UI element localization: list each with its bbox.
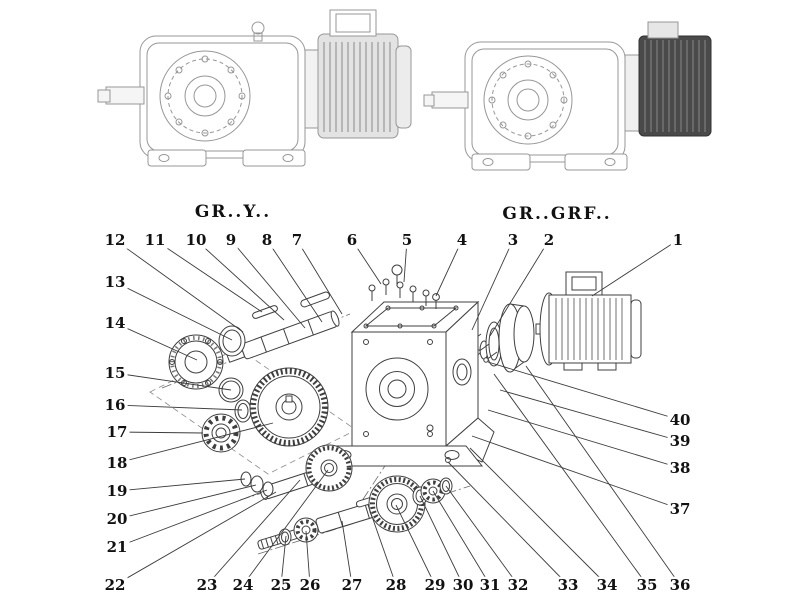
leader-line-10 <box>195 239 285 321</box>
input-shaft-part <box>218 291 340 363</box>
leader-line-11 <box>154 239 263 313</box>
leader-line-37 <box>471 435 681 510</box>
variant-label-right: GR..GRF.. <box>502 204 612 224</box>
ring-sleeve-bearing-parts <box>201 377 252 453</box>
leader-line-17 <box>116 431 204 434</box>
leader-line-16 <box>114 404 243 411</box>
leader-line-24 <box>242 469 329 586</box>
gearmotor-drawing-gr-y <box>97 9 412 167</box>
leader-line-28 <box>367 504 397 586</box>
exploded-view <box>149 264 642 555</box>
leader-line-1 <box>591 239 679 297</box>
leader-line-4 <box>435 239 463 297</box>
leader-line-39 <box>499 389 681 442</box>
leader-line-36 <box>525 365 681 586</box>
leader-line-40 <box>487 361 681 421</box>
flange-adapter-part <box>479 303 535 373</box>
leader-line-18 <box>116 422 274 464</box>
leader-line-33 <box>447 461 569 586</box>
leader-line-7 <box>296 239 343 315</box>
leader-line-35 <box>493 373 648 586</box>
large-gear-part <box>249 367 329 447</box>
leader-line-22 <box>114 491 277 586</box>
output-shaft-part <box>257 475 453 550</box>
leader-line-25 <box>280 535 287 586</box>
intermediate-shaft-part <box>240 444 353 500</box>
leader-line-38 <box>487 409 681 469</box>
leader-line-2 <box>489 239 550 337</box>
variant-label-left: GR..Y.. <box>194 202 272 222</box>
cover-bolts <box>368 264 440 309</box>
leader-line-27 <box>341 520 353 586</box>
leader-line-5 <box>403 239 408 283</box>
leader-line-32 <box>445 485 519 586</box>
bearing-flange-part <box>168 334 224 390</box>
leader-line-3 <box>471 239 514 331</box>
leader-line-13 <box>114 281 233 341</box>
leader-line-8 <box>266 239 323 323</box>
leader-line-6 <box>351 239 382 285</box>
leader-line-23 <box>206 479 301 586</box>
leader-line-12 <box>114 239 244 333</box>
leader-line-19 <box>116 478 246 492</box>
leader-line-14 <box>114 322 198 361</box>
gearmotor-drawing-gr-grf <box>423 21 712 171</box>
leader-line-20 <box>116 484 257 520</box>
leader-line-21 <box>116 489 268 548</box>
leader-line-9 <box>230 239 306 329</box>
motor-part <box>535 271 642 371</box>
leader-line-34 <box>469 447 608 586</box>
leader-line-30 <box>419 495 464 586</box>
leader-line-26 <box>305 530 311 586</box>
leader-line-29 <box>395 504 436 586</box>
leader-line-15 <box>114 372 232 391</box>
leader-line-31 <box>432 490 491 586</box>
